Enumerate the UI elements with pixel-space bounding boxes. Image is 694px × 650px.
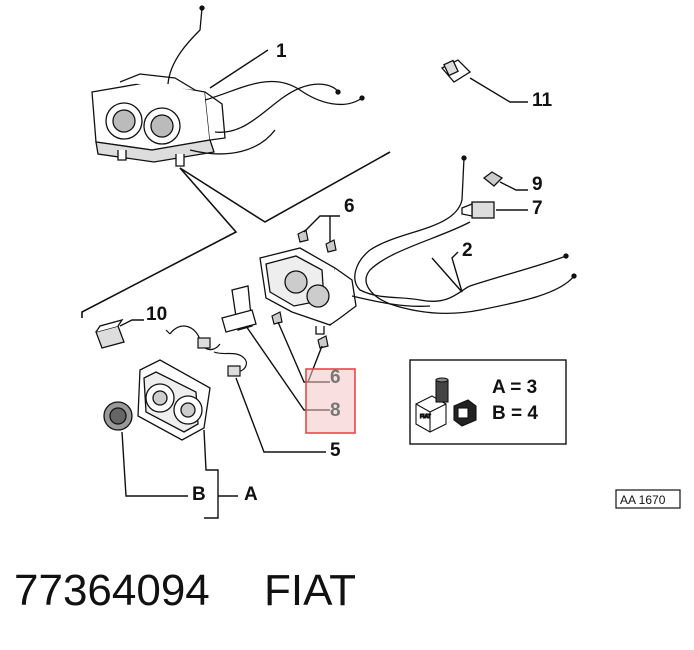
bulb-part <box>440 59 472 83</box>
legend-line-a: A = 3 <box>492 377 537 398</box>
control-cables-top <box>167 5 365 155</box>
leader-11 <box>469 77 528 103</box>
callout-9: 9 <box>532 174 543 195</box>
leader-2 <box>431 251 463 293</box>
clip-part-6-top <box>297 229 337 253</box>
leader-5 <box>235 377 326 453</box>
front-control-panel <box>137 359 211 441</box>
leader-10 <box>119 319 144 327</box>
exploded-parts-diagram: 1 11 9 7 6 2 <box>81 5 681 519</box>
brand-name: FIAT <box>264 566 357 615</box>
reference-code: AA 1670 <box>620 493 666 507</box>
heater-housing <box>259 247 357 335</box>
part-number: 77364094 <box>14 566 210 615</box>
leader-1 <box>209 49 269 89</box>
callout-1: 1 <box>276 41 287 62</box>
guide-lines <box>81 151 391 318</box>
leader-a-b <box>121 429 238 519</box>
clip-part-6-bottom <box>271 311 329 349</box>
legend-box-text: FIAT <box>420 414 431 420</box>
parts-box-icon: FIAT <box>415 377 477 433</box>
callout-11: 11 <box>532 90 553 111</box>
callout-b: B <box>192 484 206 505</box>
callout-7: 7 <box>532 198 543 219</box>
bracket-part-8 <box>221 285 257 333</box>
callout-6-bottom: 6 <box>330 367 341 388</box>
callout-a: A <box>244 484 258 505</box>
knob-part-b <box>103 401 133 431</box>
callout-2: 2 <box>462 240 473 261</box>
highlight-box <box>305 368 356 434</box>
reference-code-box <box>615 489 681 509</box>
cables-part-2 <box>351 155 577 315</box>
wiring-harness-part-5 <box>165 325 248 377</box>
legend-line-b: B = 4 <box>492 403 538 424</box>
leader-9 <box>499 181 528 191</box>
heater-control-unit <box>91 73 226 167</box>
callout-6-top: 6 <box>344 196 355 217</box>
module-part-10 <box>95 318 125 349</box>
leader-6-top <box>303 215 340 233</box>
switch-part-7 <box>461 201 495 219</box>
clip-part-9 <box>482 171 504 187</box>
callout-10: 10 <box>146 304 167 325</box>
quantity-legend: FIAT A = 3 B = 4 <box>409 359 567 445</box>
callout-8: 8 <box>330 400 341 421</box>
callout-5: 5 <box>330 440 341 461</box>
